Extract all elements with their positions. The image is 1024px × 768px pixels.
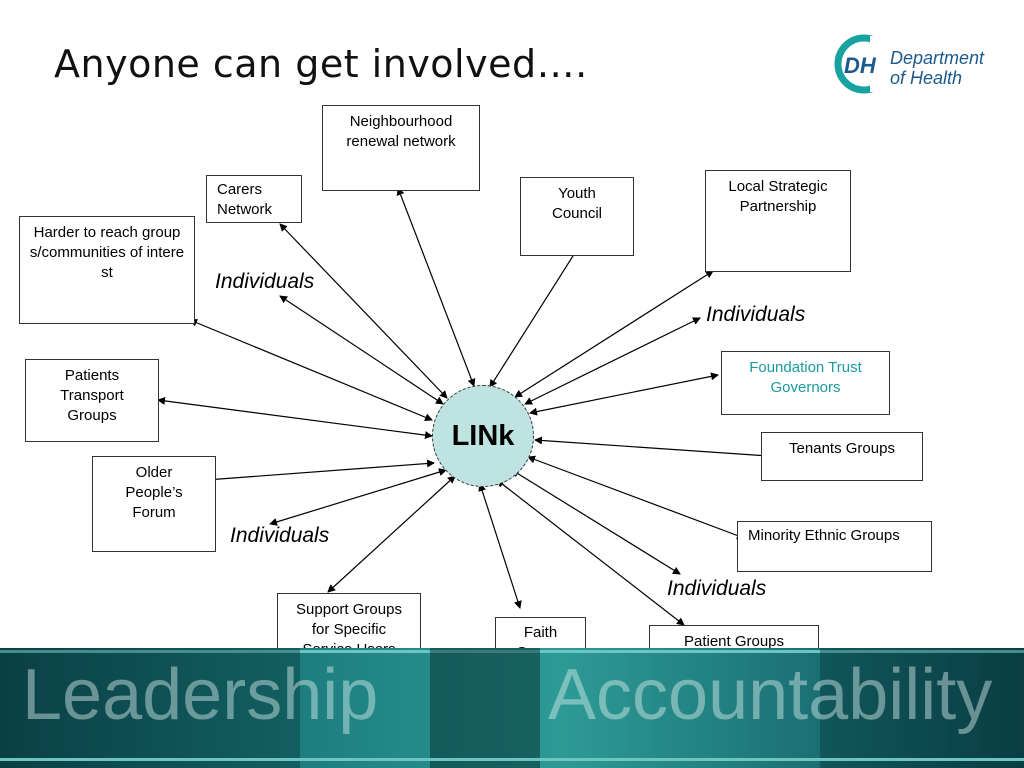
box-youth-council: Youth Council	[520, 177, 634, 256]
box-tenants: Tenants Groups	[761, 432, 923, 481]
arrow-foundation	[529, 372, 719, 416]
arrow-neighbourhood	[396, 187, 476, 387]
box-foundation-trust: Foundation Trust Governors	[721, 351, 890, 415]
arrow-youth	[489, 247, 579, 388]
footer-word-accountability: Accountability	[548, 655, 993, 735]
slide-title: Anyone can get involved….	[54, 42, 588, 86]
arrow-individuals-bl	[269, 468, 447, 526]
individuals-label-bottom-left: Individuals	[230, 524, 330, 547]
logo-line-2: of Health	[890, 68, 963, 88]
box-carers: Carers Network	[206, 175, 302, 223]
arrow-individuals-tl	[279, 295, 444, 405]
box-minority-ethnic: Minority Ethnic Groups	[737, 521, 932, 572]
footer-word-leadership: Leadership	[22, 655, 379, 735]
arrow-individuals-br	[511, 469, 681, 575]
link-center-node: LINk	[432, 385, 534, 487]
center-label: LINk	[451, 419, 515, 452]
arrow-minority	[527, 455, 745, 540]
logo-line-1: Department	[890, 48, 985, 68]
arrow-support	[327, 475, 456, 593]
box-neighbourhood: Neighbourhood renewal network	[322, 105, 480, 191]
arrow-older	[205, 459, 435, 484]
arrow-harder	[189, 318, 433, 422]
box-local-strategic: Local Strategic Partnership	[705, 170, 851, 272]
individuals-label-top-right: Individuals	[706, 303, 806, 326]
arrow-patients-transport	[157, 396, 433, 440]
arrow-tenants	[534, 436, 769, 460]
arrow-faith	[478, 483, 522, 609]
individuals-label-top-left: Individuals	[215, 270, 315, 293]
arrow-patient-groups	[496, 479, 685, 626]
box-older-peoples-forum: Older People’s Forum	[92, 456, 216, 552]
box-harder-to-reach: Harder to reach groups/communities of in…	[19, 216, 195, 324]
arrow-individuals-tr	[524, 317, 701, 405]
footer-banner: Leadership Accountability	[0, 648, 1024, 768]
individuals-label-bottom-right: Individuals	[667, 577, 767, 600]
arrow-lsp	[514, 270, 714, 398]
logo-mark-text: DH	[844, 53, 877, 78]
department-of-health-logo: DH Department of Health	[834, 30, 994, 100]
box-patients-transport: Patients Transport Groups	[25, 359, 159, 442]
dh-logo-icon: DH	[834, 34, 894, 94]
